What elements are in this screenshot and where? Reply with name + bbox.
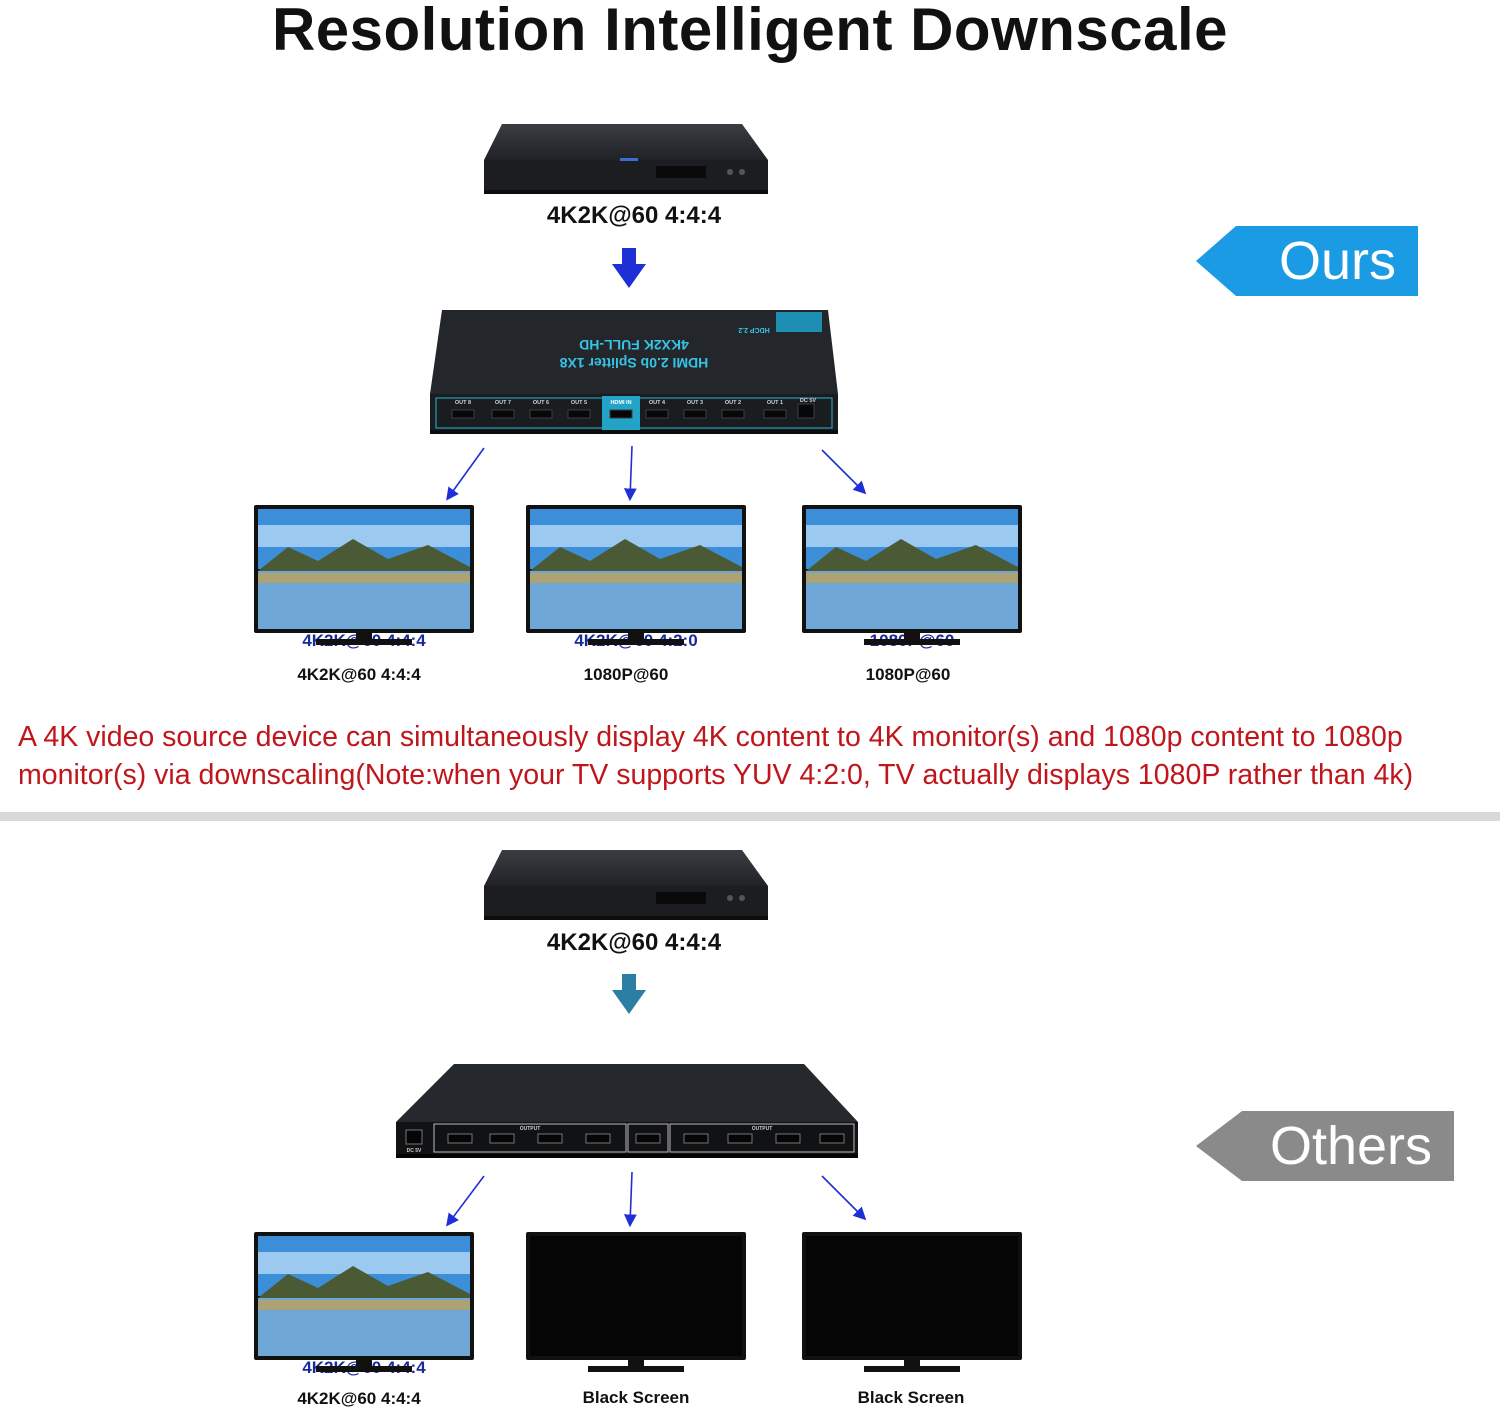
tv-others-1-label: 4K2K@60 4:4:4 — [297, 1389, 421, 1408]
tv-stand — [864, 1360, 960, 1372]
tv-ours-1: 4K2K@60 4:4:4 — [254, 505, 474, 655]
output-group-b-label: OUTPUT — [752, 1126, 773, 1132]
landscape-image — [258, 509, 470, 629]
tv-stand — [864, 633, 960, 645]
tv-others-2-label: Black Screen — [582, 1388, 690, 1407]
tv-ours-2: 4K2K@60 4:2:0 — [526, 505, 746, 655]
splitter-sub-text: 4KX2K FULL-HD — [579, 337, 689, 353]
black-screen — [806, 1236, 1018, 1356]
tv-stand — [316, 1360, 412, 1372]
tv-others-3-label: Black Screen — [857, 1388, 965, 1407]
explanation-note: A 4K video source device can simultaneou… — [18, 721, 1414, 791]
source-player-ours — [484, 124, 768, 194]
page-title: Resolution Intelligent Downscale — [271, 0, 1229, 63]
landscape-image — [530, 509, 742, 629]
tv-others-1: 4K2K@60 4:4:4 — [254, 1232, 474, 1382]
tv-ours-1-label: 4K2K@60 4:4:4 — [297, 665, 421, 684]
splitter-ours: HDMI 2.0b Splitter 1X8 4KX2K FULL-HD HDC… — [430, 310, 838, 434]
dc-port-label: DC 5V — [407, 1148, 422, 1154]
tv-ours-3: 1080P@60 — [802, 505, 1022, 655]
down-arrow-icon — [612, 974, 646, 1014]
port-out3-label: OUT 3 — [687, 400, 703, 406]
others-tag: Others — [1196, 1111, 1454, 1181]
port-out4-label: OUT 4 — [649, 400, 666, 406]
port-out8-label: OUT 8 — [455, 400, 471, 406]
tv-ours-3-label: 1080P@60 — [865, 665, 951, 684]
splitter-name-text: HDMI 2.0b Splitter 1X8 — [559, 355, 708, 371]
output-group-a-label: OUTPUT — [520, 1126, 541, 1132]
port-out6-label: OUT 6 — [533, 400, 549, 406]
landscape-image — [806, 509, 1018, 629]
ours-tag: Ours — [1196, 226, 1418, 296]
ours-tag-text: Ours — [1278, 231, 1396, 291]
black-screen — [530, 1236, 742, 1356]
tv-others-3: 1080P@60 — [802, 1232, 1022, 1382]
tv-others-2: 4K2K@60 4:2:0 — [526, 1232, 746, 1382]
section-divider — [0, 812, 1500, 821]
others-tag-text: Others — [1269, 1116, 1432, 1176]
down-arrow-icon — [612, 248, 646, 288]
port-out5-label: OUT 5 — [571, 400, 587, 406]
ours-split-arrows — [446, 446, 867, 502]
port-out7-label: OUT 7 — [495, 400, 511, 406]
splitter-hdcp-text: HDCP 2.2 — [738, 326, 769, 333]
splitter-others: OUTPUT OUTPUT DC 5V — [396, 1064, 858, 1158]
port-out2-label: OUT 2 — [725, 400, 741, 406]
port-dc5v-label: DC 5V — [800, 398, 817, 404]
others-split-arrows — [446, 1172, 867, 1228]
tv-stand — [588, 633, 684, 645]
ours-source-label: 4K2K@60 4:4:4 — [546, 202, 722, 229]
source-player-others — [484, 850, 768, 920]
port-out1-label: OUT 1 — [767, 400, 783, 406]
tv-ours-2-label: 1080P@60 — [583, 665, 669, 684]
tv-stand — [316, 633, 412, 645]
others-source-label: 4K2K@60 4:4:4 — [546, 929, 722, 956]
tv-stand — [588, 1360, 684, 1372]
port-hdmi-in-label: HDMI IN — [610, 400, 631, 406]
landscape-image — [258, 1236, 470, 1356]
